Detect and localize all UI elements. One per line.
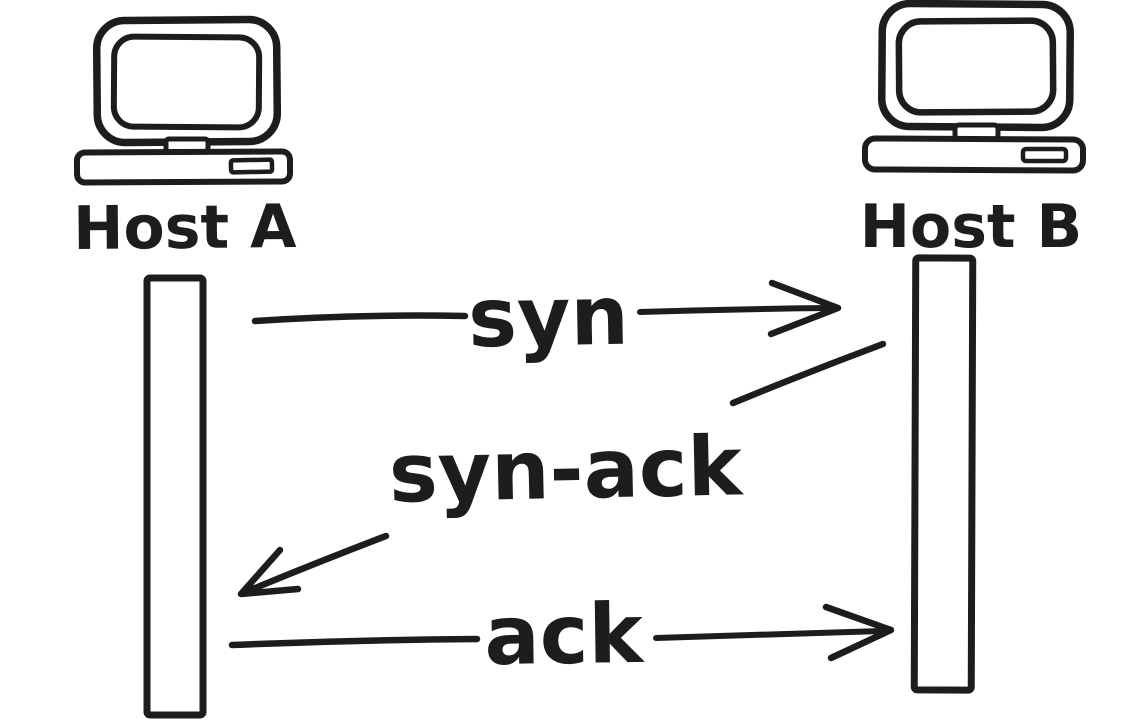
syn-arrow-line-left — [251, 312, 469, 325]
host-b-label: Host B — [860, 192, 1082, 262]
host-b-monitor-screen — [895, 17, 1057, 116]
syn-message: syn — [251, 269, 842, 367]
syn-ack-message: syn-ack — [237, 340, 887, 598]
syn-ack-arrowhead — [237, 546, 302, 598]
host-b-computer-base — [861, 135, 1087, 174]
host-b-lifeline — [910, 254, 977, 694]
syn-ack-arrow-line-upper — [729, 340, 887, 407]
host-a-label: Host A — [73, 192, 297, 264]
host-a-lifeline — [143, 274, 207, 719]
syn-arrow-line-right — [637, 305, 831, 315]
host-a-monitor-screen — [110, 33, 263, 131]
ack-arrow-line-right — [653, 628, 885, 641]
ack-label: ack — [484, 587, 646, 684]
syn-label: syn — [467, 269, 629, 367]
syn-arrowhead — [767, 279, 842, 338]
ack-message: ack — [228, 587, 895, 684]
host-a-base-slot — [228, 157, 275, 175]
host-b-base-slot — [1020, 146, 1069, 164]
syn-ack-arrow-line-lower — [239, 532, 390, 597]
syn-ack-label: syn-ack — [388, 419, 746, 521]
ack-arrow-line-left — [228, 635, 481, 649]
host-a-computer-icon — [73, 15, 294, 186]
host-a-computer-base — [73, 148, 294, 186]
host-b-computer-icon — [861, 0, 1087, 174]
ack-arrowhead — [822, 603, 895, 662]
